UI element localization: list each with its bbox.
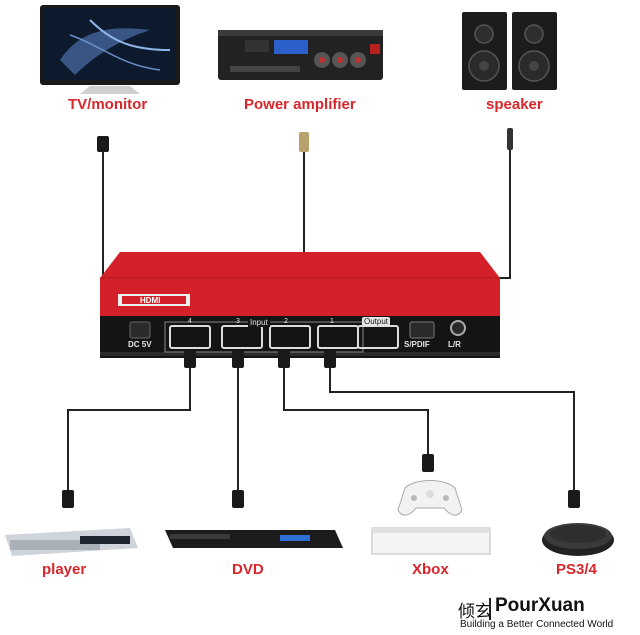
brand-name: PourXuan xyxy=(495,595,585,616)
speaker-icon xyxy=(462,12,557,90)
port-number-1: 1 xyxy=(330,318,334,325)
lr-label: L/R xyxy=(448,340,461,349)
hdmi-switch xyxy=(100,252,500,358)
port-number-3: 3 xyxy=(236,318,240,325)
cable-connectors-bottom xyxy=(62,350,580,508)
label-power-amplifier: Power amplifier xyxy=(244,96,356,113)
output-label: Output xyxy=(362,317,391,326)
label-dvd: DVD xyxy=(232,561,264,578)
input-label: Input xyxy=(248,318,270,327)
label-ps34: PS3/4 xyxy=(556,561,597,578)
spdif-label: S/PDIF xyxy=(404,340,430,349)
brand-divider xyxy=(489,598,491,620)
tv-icon xyxy=(40,5,180,94)
label-player: player xyxy=(42,561,87,578)
cables-bottom xyxy=(67,358,575,492)
ps-console-icon xyxy=(542,523,614,556)
amplifier-icon xyxy=(218,30,383,80)
xbox-console-icon xyxy=(371,480,491,555)
label-speaker: speaker xyxy=(486,96,543,113)
dvd-player-icon xyxy=(165,530,343,548)
brand-tagline: Building a Better Connected World xyxy=(460,619,614,630)
port-number-2: 2 xyxy=(284,318,288,325)
brand-chinese: 倾玄 xyxy=(458,602,492,621)
bluray-player-icon xyxy=(5,528,138,556)
switch-logo-text: HDMI xyxy=(140,296,161,305)
label-tv-monitor: TV/monitor xyxy=(68,96,148,113)
port-number-4: 4 xyxy=(188,318,192,325)
label-xbox: Xbox xyxy=(412,561,449,578)
dc-label: DC 5V xyxy=(128,340,152,349)
